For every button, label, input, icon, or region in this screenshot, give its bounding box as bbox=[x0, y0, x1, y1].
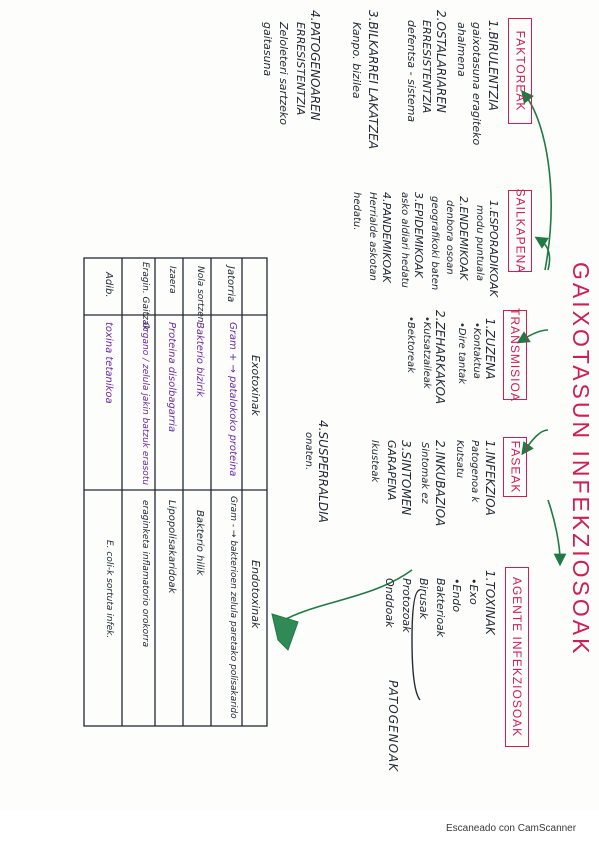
transmisioa-line: •Kutsatzaileak bbox=[421, 316, 432, 389]
table-cell-exo: Proteina disolbagarria bbox=[166, 322, 177, 433]
agente-line: Bakterioak bbox=[434, 578, 447, 638]
arrows-layer bbox=[83, 89, 567, 727]
agente-line: Onddoak bbox=[383, 578, 396, 628]
agente-bracket bbox=[411, 589, 421, 701]
faseak-label: FASEAK bbox=[508, 440, 522, 494]
table-row-label: Izaera bbox=[167, 266, 177, 294]
faseak-line: 2.INKUBAZIOA bbox=[433, 440, 447, 527]
table-row-label: Eragin. Gaitzak bbox=[140, 262, 150, 331]
table-cell-endo: Gram - → bakterioen zelula paretako poli… bbox=[228, 496, 238, 719]
table-cell-endo: eraginketa inflamatorio orokorra bbox=[140, 500, 150, 648]
faktoreak-line: defentsa - sistema bbox=[405, 20, 418, 123]
sailkapena-line: 3.EPIDEMIKOAK bbox=[412, 192, 425, 278]
faktoreak-line: gaitasuna bbox=[261, 22, 274, 77]
faseak-box: FASEAK bbox=[503, 437, 527, 497]
scanner-footer: Escaneado con CamScanner bbox=[446, 823, 577, 834]
faseak-line: Patogenoa k bbox=[469, 440, 480, 503]
arrow-table-head bbox=[271, 613, 299, 651]
table-cell-exo: Organo / zelula jakin batzuk erasotu bbox=[140, 322, 150, 486]
table-row-label: Nola sortzen bbox=[195, 266, 205, 323]
faseak-line: Sintomak ez bbox=[419, 442, 430, 504]
transmisioa-line: •Bektoreak bbox=[405, 316, 416, 373]
transmisioa-line: 1.ZUZENA bbox=[483, 318, 497, 380]
faseak-line: Ikusteak bbox=[369, 440, 380, 483]
transmisioa-box: TRANSMISIOA bbox=[503, 308, 527, 402]
sailkapena-label: SAILKAPENA bbox=[513, 188, 528, 274]
sailkapena-line: hedatu. bbox=[351, 192, 362, 231]
faseak-line: Kutsatu bbox=[454, 440, 465, 479]
faktoreak-line: gaixotasuna eragiteko bbox=[470, 22, 483, 146]
transmisioa-label: TRANSMISIOA bbox=[508, 308, 522, 402]
transmisioa-line: •Kontaktua bbox=[471, 322, 482, 379]
faktoreak-line: 4.PATOGENOAREN bbox=[308, 10, 322, 121]
faktoreak-box: FAKTOREAK bbox=[508, 18, 532, 124]
arrow-faseak bbox=[521, 429, 549, 456]
patogenoak-label: PATOGENOAK bbox=[386, 680, 400, 773]
agente-line: •Exo bbox=[467, 578, 480, 605]
table-cell-exo: Gram + → patalokoko proteina bbox=[227, 322, 238, 477]
agente-label: AGENTE INFEKZIOSOAK bbox=[510, 576, 525, 738]
sailkapena-line: 4.PANDEMIKOAK bbox=[380, 192, 393, 283]
table-row-label: Jatorria bbox=[225, 266, 236, 303]
sailkapena-line: asko aldiari hedatu bbox=[399, 192, 410, 288]
sailkapena-line: geografikoki baten bbox=[429, 196, 440, 291]
faseak-line: onaten. bbox=[303, 432, 314, 471]
faseak-line: GARAPENA bbox=[385, 440, 398, 501]
faktoreak-line: 3.BILKARREI LAKATZEA bbox=[366, 10, 380, 150]
table-grid bbox=[83, 257, 268, 727]
arrow-transmisioa bbox=[516, 329, 549, 344]
faktoreak-line: 2.OSTALARIAREN bbox=[434, 10, 448, 113]
faktoreak-line: ERRESISTENTZIA bbox=[294, 22, 307, 116]
scanned-page: GAIXOTASUN INFEKZIOSOAK FAKTOREAK SAILKA… bbox=[83, 10, 594, 773]
arrow-agente bbox=[547, 499, 567, 567]
table-cell-endo: Lipopolisakaridoak bbox=[166, 500, 177, 594]
arrow-sailkapena bbox=[534, 236, 551, 271]
table-header-exo: Exotoxinak bbox=[249, 355, 262, 416]
sailkapena-line: 2.ENDEMIKOAK bbox=[457, 196, 470, 281]
sailkapena-line: Herrialde askotan bbox=[367, 192, 378, 281]
sailkapena-line: 1.ESPORADIKOAK bbox=[487, 200, 500, 297]
agente-box: AGENTE INFEKZIOSOAK bbox=[505, 567, 529, 747]
faseak-line: 3.SINTOMEN bbox=[399, 440, 413, 516]
main-title: GAIXOTASUN INFEKZIOSOAK bbox=[568, 262, 594, 657]
sailkapena-box: SAILKAPENA bbox=[508, 188, 532, 274]
faseak-line: 4.SUSPERRALDIA bbox=[316, 420, 330, 523]
faktoreak-line: 1.BIRULENTZIA bbox=[486, 20, 500, 111]
faktoreak-label: FAKTOREAK bbox=[513, 30, 527, 112]
table-cell-exo: toxina tetanikoa bbox=[103, 322, 114, 404]
table-cell-endo: E. coli-k sortuta infek. bbox=[104, 540, 114, 639]
sailkapena-line: denbora osoan bbox=[444, 200, 455, 275]
agente-line: •Endo bbox=[450, 578, 463, 613]
faktoreak-line: ERRESISTENTZIA bbox=[420, 20, 433, 114]
arrow-table bbox=[279, 569, 413, 623]
transmisioa-line: 2.ZEHARKAKOA bbox=[433, 310, 447, 405]
sailkapena-line: modu puntuala bbox=[474, 205, 485, 282]
agente-line: 1.TOXINAK bbox=[483, 570, 497, 635]
faktoreak-line: Zeloleteri sartzeko bbox=[277, 22, 290, 126]
transmisioa-line: •Dire tantak bbox=[456, 322, 467, 385]
table-row-label: Adib. bbox=[103, 272, 114, 298]
faseak-line: 1.INFEKZIOA bbox=[483, 440, 497, 516]
faktoreak-line: ahalmena bbox=[455, 22, 468, 77]
table-cell-endo: Bakterio hilik bbox=[194, 510, 205, 576]
table-cell-exo: Bakterio bizirik bbox=[194, 322, 205, 397]
agente-line: Protozoak bbox=[400, 578, 413, 633]
faktoreak-line: Kanpo. bizilea bbox=[350, 22, 363, 99]
agente-line: Birusak bbox=[417, 578, 430, 619]
table-header-endo: Endotoxinak bbox=[249, 560, 262, 629]
